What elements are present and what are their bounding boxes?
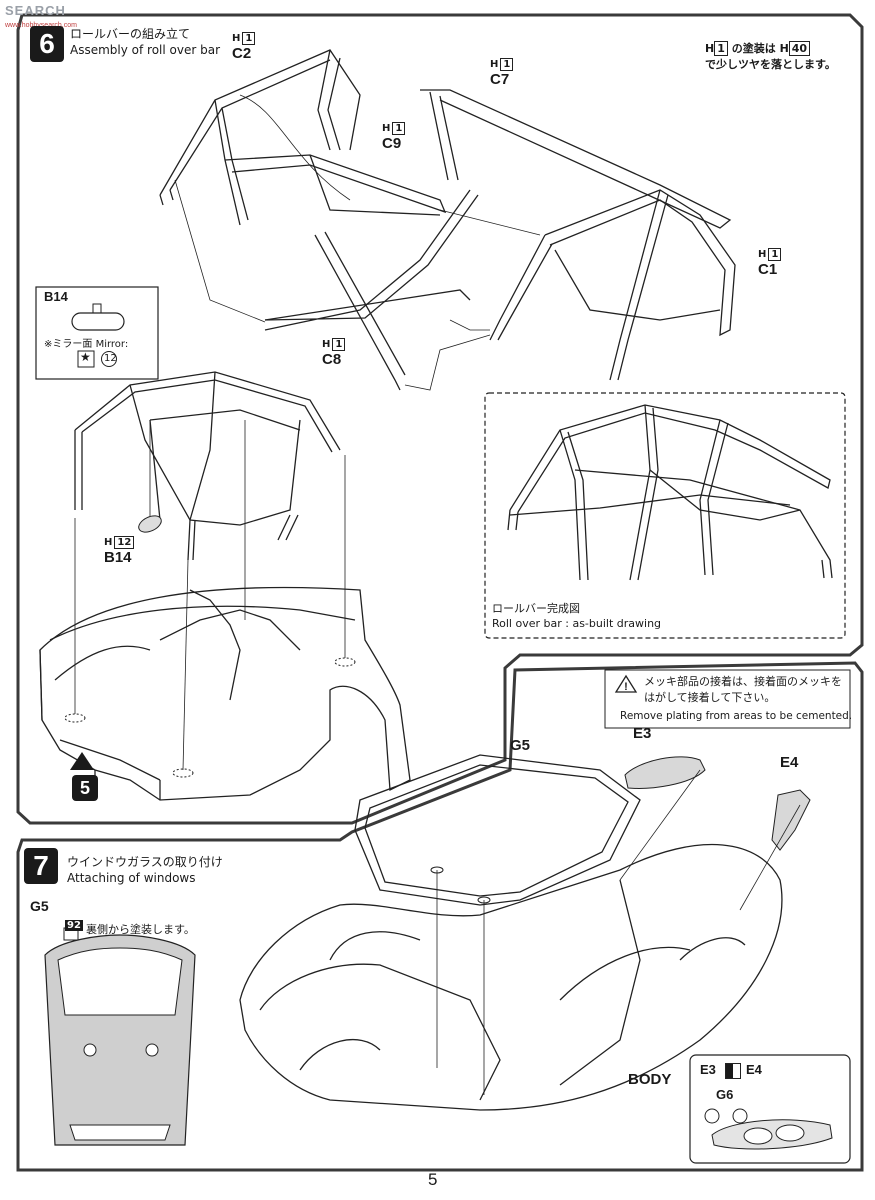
b14-mirror-label: ※ミラー面 Mirror: [44, 339, 129, 350]
inset-e3: E3 [700, 1062, 716, 1077]
page-number: 5 [428, 1170, 438, 1189]
step6-number: 6 [30, 26, 64, 62]
watermark-brand: SEARCH [5, 3, 66, 18]
svg-text:!: ! [624, 681, 628, 693]
warning-en: Remove plating from areas to be cemented… [620, 710, 853, 722]
body-shell [239, 754, 783, 1111]
b14-detail-box [35, 286, 159, 380]
warning-box [604, 669, 851, 729]
label-g5: G5 [510, 737, 531, 754]
warning-jp-2: はがして接着して下さい。 [644, 691, 776, 704]
inset-e4: E4 [746, 1062, 762, 1077]
asbuilt-caption-jp: ロールバー完成図 [492, 602, 580, 615]
asbuilt-cage [507, 404, 833, 581]
step6-title-jp: ロールバーの組み立て [70, 27, 191, 41]
step7-title-jp: ウインドウガラスの取り付け [67, 855, 223, 869]
watermark: SEARCH [5, 3, 66, 18]
inset-g6: G6 [716, 1087, 734, 1102]
warning-jp-1: メッキ部品の接着は、接着面のメッキを [644, 675, 842, 688]
roll-cage-assembled [74, 371, 341, 561]
label-e4: E4 [780, 754, 799, 771]
g5-window-drawing [44, 927, 196, 1146]
asbuilt-box [484, 392, 846, 639]
watermark-url: www.hobbysearch.com [5, 22, 77, 29]
b14-box-title: B14 [44, 289, 68, 304]
step6-frame [16, 13, 864, 825]
step7-number: 7 [24, 848, 58, 884]
step7-title-en: Attaching of windows [67, 871, 196, 885]
g5-paint-note: 裏側から塗装します。 [86, 923, 195, 936]
label-e3: E3 [633, 725, 652, 742]
chassis-tub [39, 586, 411, 801]
b14-mirror-shape [71, 312, 125, 331]
inset-box [689, 1054, 851, 1164]
plating-icon [725, 1063, 741, 1079]
asbuilt-caption-en: Roll over bar : as-built drawing [492, 617, 662, 630]
b14-mirror-code: 12 [104, 353, 117, 364]
step7-frame [16, 661, 864, 1172]
e3-part [624, 756, 706, 789]
step6-paint-note-line2: で少しツヤを落とします。 [705, 58, 836, 71]
g5-paint-code: 92 [65, 920, 83, 931]
roll-cage-exploded [159, 49, 736, 391]
warning-icon [614, 674, 638, 693]
step6-title-en: Assembly of roll over bar [70, 43, 221, 57]
star-icon: ★ [80, 350, 91, 364]
g5-left-label: G5 [30, 898, 49, 914]
ref-step-5: 5 [72, 775, 98, 801]
label-body: BODY [628, 1071, 672, 1088]
